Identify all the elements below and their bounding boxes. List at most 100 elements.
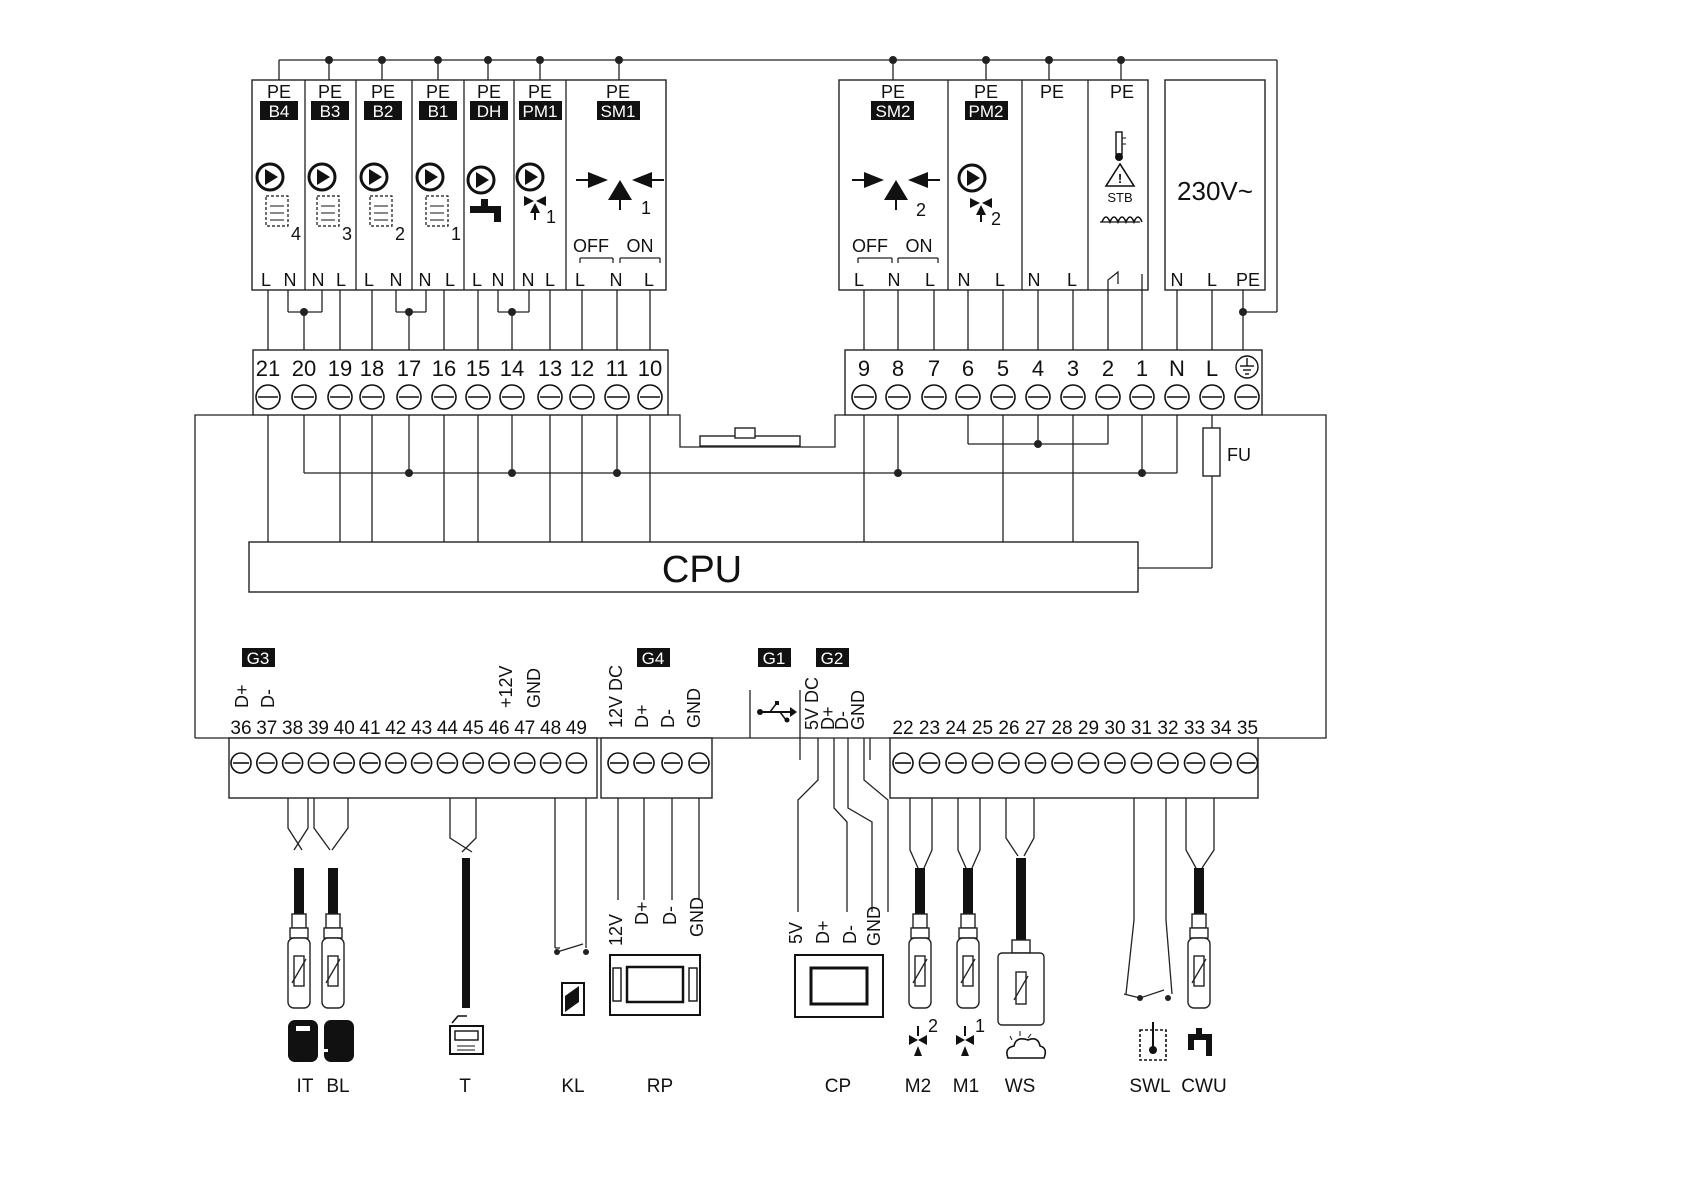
terminal-number: 26 <box>998 718 1019 739</box>
terminal-screw <box>971 752 994 774</box>
wire-label: L <box>1207 270 1217 290</box>
wire-label: L <box>1067 270 1077 290</box>
cpu-block: CPU <box>248 541 1139 593</box>
terminal-number: 11 <box>606 356 629 381</box>
terminal-screw <box>1025 384 1051 410</box>
boiler-icon <box>288 1020 318 1062</box>
pe-label: PE <box>974 82 998 102</box>
door-contact-icon <box>561 982 585 1016</box>
signal-label: GND <box>684 688 704 728</box>
terminal-screw <box>607 752 629 774</box>
module-id: B4 <box>269 102 290 121</box>
signal-label: D+ <box>818 706 838 730</box>
terminal-screw <box>281 752 304 774</box>
wire-label: N <box>284 270 297 290</box>
terminal-number: N <box>1169 356 1185 381</box>
buffer-tank-icon <box>265 195 289 227</box>
cable-it <box>287 798 311 1009</box>
terminal-number: 49 <box>566 718 587 739</box>
terminal-number: 48 <box>540 718 561 739</box>
terminal-number: 41 <box>359 718 380 739</box>
terminal-number: 36 <box>230 718 251 739</box>
mixing-valve-icon <box>970 198 992 222</box>
terminal-number: 9 <box>858 356 870 381</box>
cable-kl <box>554 798 589 1016</box>
wire-label: L <box>995 270 1005 290</box>
terminal-number: 45 <box>463 718 484 739</box>
terminal-number: 7 <box>928 356 940 381</box>
terminal-screw <box>488 752 510 774</box>
terminal-screw <box>307 752 330 774</box>
module-index: 2 <box>916 200 926 220</box>
off-label: OFF <box>573 236 609 256</box>
terminal-number: 27 <box>1025 718 1046 739</box>
wire-label: L <box>445 270 455 290</box>
module-id: SM2 <box>876 102 911 121</box>
terminal-strip-top-left <box>252 349 669 416</box>
terminal-number: 17 <box>397 356 421 381</box>
pe-label: PE <box>1040 82 1064 102</box>
terminal-screw <box>1051 752 1073 774</box>
terminal-screw <box>327 384 353 410</box>
cable-ws <box>997 798 1047 1059</box>
wire-label: PE <box>1236 270 1260 290</box>
pe-label: PE <box>528 82 552 102</box>
thermometer-icon <box>1115 131 1126 161</box>
wire-label: L <box>644 270 654 290</box>
module-dh: PE DH L N <box>466 82 508 290</box>
wire-label: L <box>575 270 585 290</box>
fuse-label: FU <box>1227 445 1251 465</box>
terminal-number: 44 <box>437 718 459 739</box>
device-label-kl: KL <box>561 1076 584 1097</box>
pe-label: PE <box>881 82 905 102</box>
terminal-screw <box>892 752 914 774</box>
pe-label: PE <box>371 82 395 102</box>
terminal-screw <box>359 752 381 774</box>
buffer-tank-icon <box>425 195 449 227</box>
terminal-screw <box>1060 384 1086 410</box>
wire-label: L <box>472 270 482 290</box>
terminal-number: 15 <box>466 356 490 381</box>
wire-label: N <box>888 270 901 290</box>
terminal-screw <box>661 752 683 774</box>
wire-label: 5V <box>786 922 806 944</box>
pump-icon <box>307 162 337 192</box>
room-panel-icon <box>609 954 701 1016</box>
wire-label: N <box>1028 270 1041 290</box>
off-label: OFF <box>852 236 888 256</box>
signal-label: 12V DC <box>606 665 626 728</box>
group-tag-g2: G2 <box>821 649 844 668</box>
wire-label: N <box>492 270 505 290</box>
device-label-cp: CP <box>825 1076 851 1097</box>
terminal-screw <box>255 384 281 410</box>
terminal-screw <box>396 384 422 410</box>
terminal-number: 3 <box>1067 356 1079 381</box>
wire-label: L <box>854 270 864 290</box>
signal-label: D+ <box>232 684 252 708</box>
terminal-screw <box>465 384 491 410</box>
terminal-screw <box>230 752 252 774</box>
warning-icon: ! <box>1104 162 1136 187</box>
pump-icon <box>515 162 545 192</box>
terminal-number: 32 <box>1157 718 1178 739</box>
terminal-screw <box>537 384 563 410</box>
terminal-screw <box>565 752 588 774</box>
terminal-number: 13 <box>538 356 562 381</box>
terminal-screw <box>1164 384 1190 410</box>
terminal-screw <box>1077 752 1100 774</box>
pump-icon <box>415 162 445 192</box>
power-label: 230V~ <box>1177 176 1253 206</box>
on-label: ON <box>906 236 933 256</box>
module-id: SM1 <box>601 102 636 121</box>
svg-text:!: ! <box>1118 171 1122 186</box>
terminal-number: 34 <box>1210 718 1232 739</box>
wire-label: N <box>610 270 623 290</box>
terminal-number: 35 <box>1237 718 1258 739</box>
module-b3: PE B3 3 N L <box>307 82 352 290</box>
device-label-m1: M1 <box>953 1076 979 1097</box>
cable-t <box>449 798 484 1055</box>
pe-label: PE <box>426 82 450 102</box>
signal-label: GND <box>524 668 544 708</box>
terminal-number: 39 <box>308 718 329 739</box>
